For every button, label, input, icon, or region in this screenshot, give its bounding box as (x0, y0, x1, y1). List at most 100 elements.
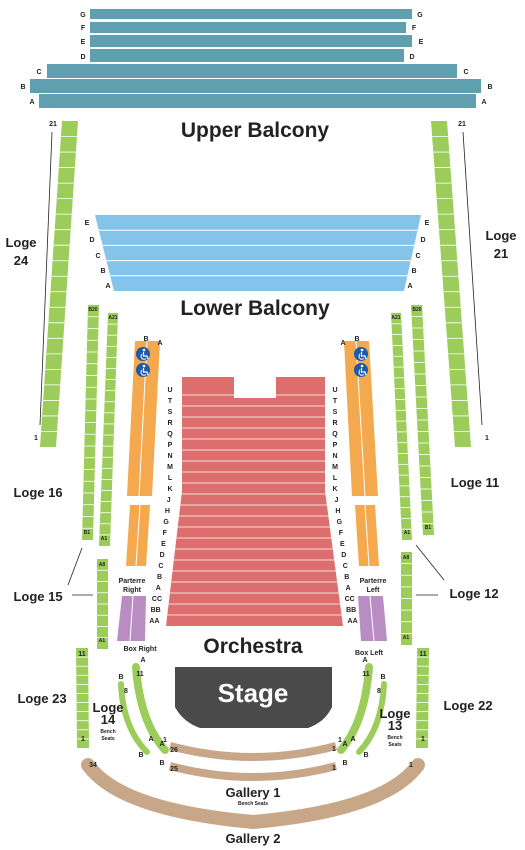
loge-14-label: Loge (92, 700, 123, 715)
loge-13-number: 13 (388, 718, 402, 733)
row-label-f: F (412, 25, 417, 32)
loge-16-seat-b1: B1 (84, 530, 91, 536)
orchestra-row-label: R (332, 420, 337, 427)
upper-balcony-row-f[interactable] (90, 22, 406, 33)
gallery-1-seat-26: 26 (170, 747, 178, 754)
orchestra-row-label: BB (346, 607, 356, 614)
loge-21-seat-21: 21 (458, 121, 466, 128)
orchestra-label: Orchestra (203, 635, 303, 658)
stage (175, 667, 332, 728)
orchestra-row-label: F (163, 530, 168, 537)
loge-16-label: Loge 16 (13, 485, 62, 500)
loge-23-seat-dividers (76, 656, 89, 740)
gallery-1-sublabel: Bench Seats (238, 801, 268, 807)
loge-22-section[interactable] (416, 648, 429, 748)
loge-14-bench-label: Bench (100, 729, 115, 735)
row-label-e: E (85, 220, 90, 227)
gallery-2-section[interactable] (81, 758, 425, 830)
loge-22-seat-dividers (416, 656, 429, 740)
orchestra-row-label: L (333, 475, 338, 482)
box-right-label: Box Right (123, 646, 157, 653)
parterre-left-row-b: B (354, 336, 359, 343)
row-label-e: E (81, 39, 86, 46)
parterre-right-row-b: B (143, 336, 148, 343)
orchestra-row-label: T (333, 398, 338, 405)
orchestra-row-dividers (167, 394, 342, 616)
loge-24-label: Loge (5, 235, 36, 250)
lower-balcony-row-labels: E D C B A E D C B A (85, 220, 430, 290)
gallery-1-row-b: B (159, 760, 164, 767)
upper-balcony-label: Upper Balcony (181, 119, 330, 142)
gallery-1-label: Gallery 1 (226, 785, 281, 800)
loge-13-seats-label: Seats (388, 742, 402, 748)
orchestra-row-label: K (332, 486, 337, 493)
orchestra-row-label: B (157, 574, 162, 581)
lower-balcony-section[interactable] (95, 215, 421, 291)
loge-22-seat-11: 11 (419, 651, 427, 658)
row-label-b: B (487, 84, 492, 91)
loge-16-row-a[interactable] (99, 313, 118, 546)
loge-11-row-a[interactable] (391, 313, 412, 540)
upper-balcony-row-labels-left: G F E D C B A (20, 12, 86, 106)
loge-24-pointer (39, 131, 53, 426)
parterre-divider (135, 504, 141, 567)
upper-balcony-row-g[interactable] (90, 9, 412, 19)
parterre-right-sublabel: Right (123, 587, 142, 594)
loge-21-number: 21 (494, 246, 508, 261)
loge-11-seat-b20: B20 (412, 307, 421, 313)
loge-21-pointer (462, 131, 483, 426)
loge-13-seat-11: 11 (362, 671, 370, 678)
loge-16-seat-a1: A1 (101, 536, 108, 542)
lower-balcony-row-dividers (98, 229, 418, 277)
gallery-1-seat-1: 1 (332, 746, 336, 753)
orchestra-row-label: J (167, 497, 171, 504)
loge-24-section[interactable] (40, 121, 78, 447)
orchestra-row-label: N (332, 453, 337, 460)
loge-14-section[interactable] (118, 663, 169, 755)
orchestra-row-label: S (333, 409, 338, 416)
loge-15-seat-dividers (97, 569, 108, 639)
upper-balcony-row-e[interactable] (90, 35, 412, 47)
loge-14-row-b-end: B (138, 752, 143, 759)
orchestra-section[interactable] (166, 377, 343, 626)
loge-13-section[interactable] (337, 663, 387, 755)
loge-14-seat-8: 8 (124, 688, 128, 695)
loge-15-seat-a8: A8 (99, 562, 106, 568)
orchestra-row-label: U (167, 387, 172, 394)
wheelchair-icon (136, 363, 150, 377)
loge-13-row-b: B (380, 674, 385, 681)
loge-23-section[interactable] (76, 648, 89, 748)
orchestra-row-label: Q (167, 431, 173, 438)
loge-11-label: Loge 11 (451, 475, 499, 490)
row-label-a: A (481, 99, 486, 106)
orchestra-row-label: P (333, 442, 338, 449)
loge-21-section[interactable] (431, 121, 471, 447)
loge-13-row-a-end: A (350, 736, 355, 743)
loge-24-seat-dividers (41, 136, 77, 432)
loge-14-seat-1: 1 (163, 737, 167, 744)
orchestra-row-label: AA (348, 618, 358, 625)
gallery-1-section[interactable] (168, 742, 338, 781)
upper-balcony-row-c[interactable] (47, 64, 457, 78)
row-label-c: C (95, 253, 100, 260)
loge-11-seat-a1: A1 (404, 530, 411, 536)
upper-balcony-row-d[interactable] (90, 49, 404, 62)
orchestra-row-label: C (158, 563, 163, 570)
loge-15-label: Loge 15 (13, 589, 62, 604)
orchestra-row-label: F (339, 530, 344, 537)
row-label-c: C (36, 69, 41, 76)
upper-balcony-row-a[interactable] (39, 94, 476, 108)
upper-balcony[interactable] (30, 9, 481, 108)
orchestra-row-label: G (337, 519, 343, 526)
orchestra-row-label: T (168, 398, 173, 405)
loge-14-row-a-end: A (148, 736, 153, 743)
lower-balcony-label: Lower Balcony (180, 297, 330, 320)
upper-balcony-row-b[interactable] (30, 79, 481, 93)
wheelchair-icon (136, 347, 150, 361)
loge-23-seat-1: 1 (81, 736, 85, 743)
gallery-1-row-b-right: B (342, 760, 347, 767)
loge-14-row-a: A (140, 657, 145, 664)
loge-14-seat-11: 11 (136, 671, 144, 678)
